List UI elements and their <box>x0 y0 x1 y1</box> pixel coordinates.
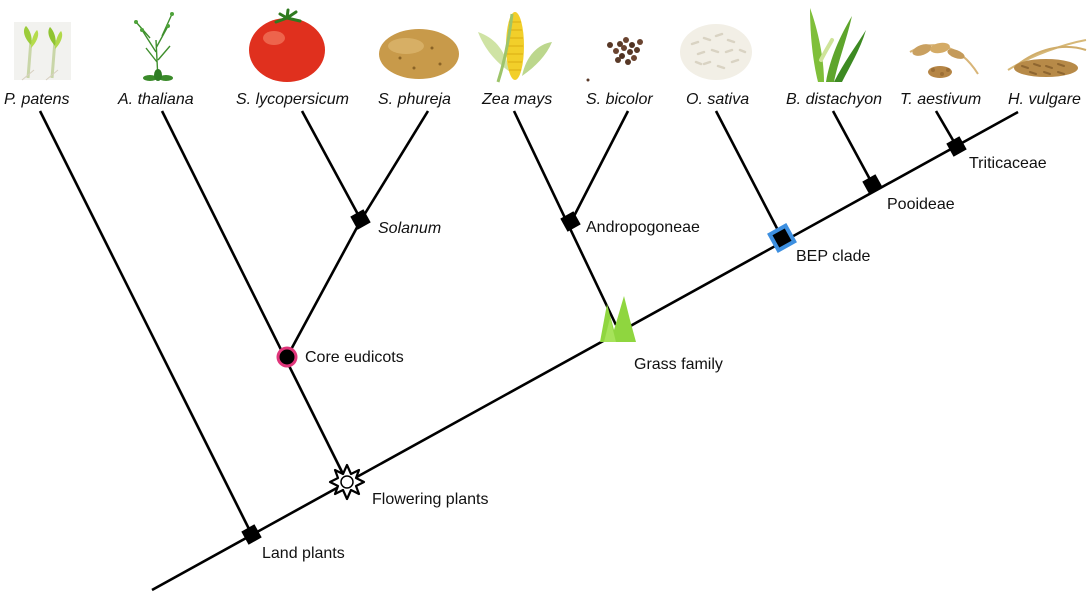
branch-o-sativa <box>716 111 782 238</box>
solanum-marker-icon <box>350 209 370 229</box>
clade-label-andropogoneae: Andropogoneae <box>586 219 700 236</box>
clade-label-core-eudicots: Core eudicots <box>305 349 404 366</box>
species-label-s-bicolor: S. bicolor <box>586 91 653 108</box>
species-label-h-vulgare: H. vulgare <box>1008 91 1081 108</box>
clade-label-grass-family: Grass family <box>634 356 723 373</box>
branch-s-phureja <box>361 111 428 220</box>
clade-label-triticaceae: Triticaceae <box>969 155 1047 172</box>
wheat-grain-icon <box>910 41 978 78</box>
species-label-a-thaliana: A. thaliana <box>117 91 194 108</box>
core-eudicots-marker-icon <box>277 347 298 368</box>
species-label-t-aestivum: T. aestivum <box>900 91 981 108</box>
rice-grains-icon <box>680 24 752 80</box>
clade-label-bep-clade: BEP clade <box>796 248 871 265</box>
branch-s-lycopersicum <box>302 111 361 220</box>
species-label-b-distachyon: B. distachyon <box>786 91 882 108</box>
barley-grain-icon <box>1008 40 1086 77</box>
species-label-p-patens: P. patens <box>4 91 70 108</box>
species-label-s-lycopersicum: S. lycopersicum <box>236 91 349 108</box>
flower-star-icon <box>330 465 364 499</box>
potato-icon <box>379 29 459 79</box>
clade-label-land-plants: Land plants <box>262 545 345 562</box>
clade-label-solanum: Solanum <box>378 220 441 237</box>
species-label-zea-mays: Zea mays <box>481 91 552 108</box>
pooideae-marker-icon <box>862 174 882 194</box>
arabidopsis-plant-icon <box>134 12 174 81</box>
species-label-o-sativa: O. sativa <box>686 91 749 108</box>
grass-leaves-icon <box>810 8 866 82</box>
sorghum-seeds-icon <box>587 37 644 82</box>
clade-label-pooideae: Pooideae <box>887 196 955 213</box>
tomato-icon <box>249 10 325 82</box>
land-plants-marker-icon <box>241 524 261 544</box>
corn-cob-icon <box>478 12 552 82</box>
branch-core-eudicots-to-solanum <box>287 220 361 357</box>
branch-b-distachyon <box>833 111 873 185</box>
branch-p-patens <box>40 111 252 535</box>
branch-s-bicolor <box>571 111 628 222</box>
triticaceae-marker-icon <box>946 136 966 156</box>
species-label-s-phureja: S. phureja <box>378 91 451 108</box>
clade-label-flowering-plants: Flowering plants <box>372 491 489 508</box>
moss-sprouts-icon <box>14 22 71 80</box>
